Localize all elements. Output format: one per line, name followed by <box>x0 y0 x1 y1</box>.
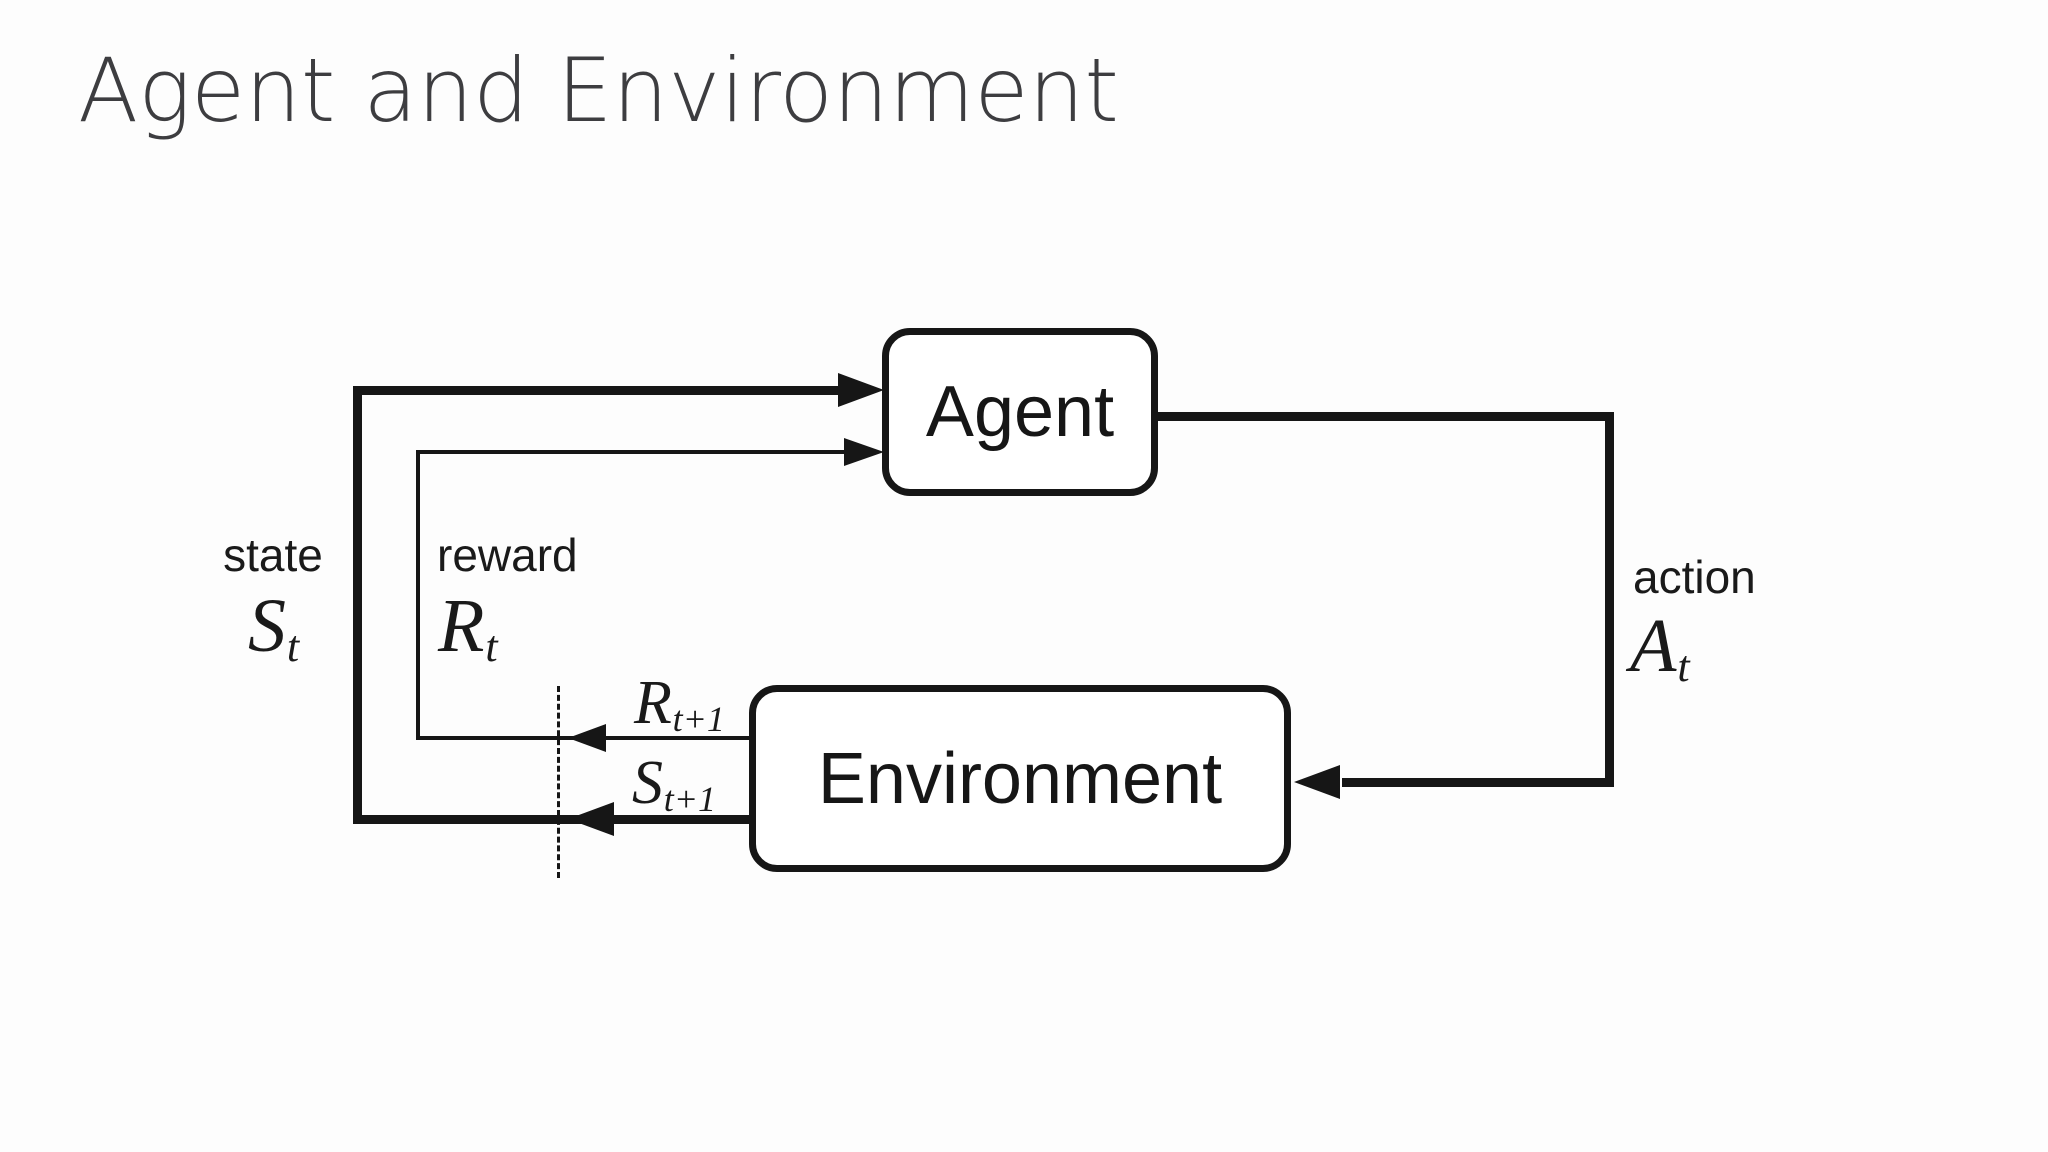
state-symbol: St <box>248 588 299 668</box>
action-symbol-letter: A <box>1630 604 1677 688</box>
reward-symbol-letter: R <box>438 584 485 668</box>
action-symbol-subscript: t <box>1677 641 1690 691</box>
next-state-symbol-subscript: t+1 <box>663 778 716 819</box>
agent-label: Agent <box>925 372 1115 452</box>
next-state-symbol: St+1 <box>632 749 716 817</box>
action-arrowhead-icon <box>1294 765 1340 799</box>
next-reward-arrowhead-icon <box>568 724 606 752</box>
reward-line-vertical-segment <box>416 450 420 740</box>
next-reward-symbol-subscript: t+1 <box>672 698 725 739</box>
page-title: Agent and Environment <box>78 39 1119 142</box>
state-arrowhead-icon <box>838 373 884 407</box>
action-line-bottom-segment <box>1342 778 1614 787</box>
reward-arrowhead-icon <box>844 438 884 466</box>
environment-label: Environment <box>817 738 1223 819</box>
agent-node: Agent <box>882 328 1158 496</box>
next-state-arrowhead-icon <box>568 802 614 836</box>
reward-symbol: Rt <box>438 588 498 668</box>
action-label: action <box>1633 551 1756 603</box>
action-line-top-segment <box>1158 412 1614 421</box>
time-step-dashed-line <box>557 686 560 878</box>
action-symbol: At <box>1630 608 1690 688</box>
action-line-vertical-segment <box>1605 412 1614 787</box>
state-line-vertical-segment <box>353 386 362 824</box>
environment-node: Environment <box>749 685 1291 872</box>
reward-label: reward <box>437 529 578 581</box>
state-symbol-subscript: t <box>286 621 300 671</box>
reward-symbol-subscript: t <box>485 621 498 671</box>
state-label: state <box>223 529 323 581</box>
next-state-symbol-letter: S <box>632 749 663 817</box>
reward-line-top-segment <box>416 450 844 454</box>
state-symbol-letter: S <box>248 584 286 668</box>
state-line-bottom-segment <box>353 815 749 824</box>
next-reward-symbol-letter: R <box>634 669 672 737</box>
next-reward-symbol: Rt+1 <box>634 669 725 737</box>
state-line-top-segment <box>353 386 840 395</box>
